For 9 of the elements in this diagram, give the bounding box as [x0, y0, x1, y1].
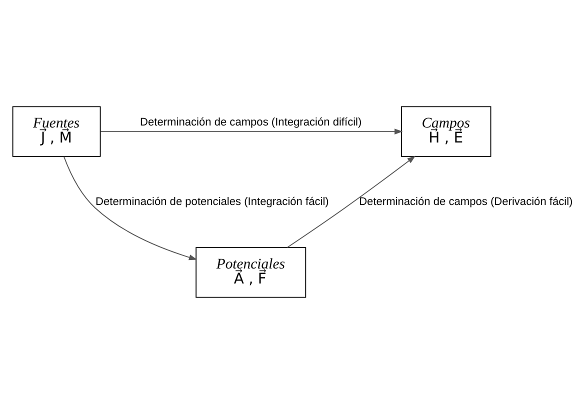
node-box: Fuentes J⃗ , M⃗: [12, 106, 101, 156]
edge-label: Determinación de campos (Derivación fácil): [359, 195, 573, 208]
node-box: Campos H⃗ , E⃗: [400, 106, 492, 156]
arrow: [286, 155, 416, 248]
arrow: [64, 156, 198, 260]
node-box: Potenciales A⃗ , F⃗: [196, 246, 306, 298]
edge-label: Determinación de potenciales (Integración fácil): [96, 195, 329, 208]
edge-label: Determinación de campos (Integración difícil): [140, 116, 362, 128]
arrow: [100, 128, 403, 134]
